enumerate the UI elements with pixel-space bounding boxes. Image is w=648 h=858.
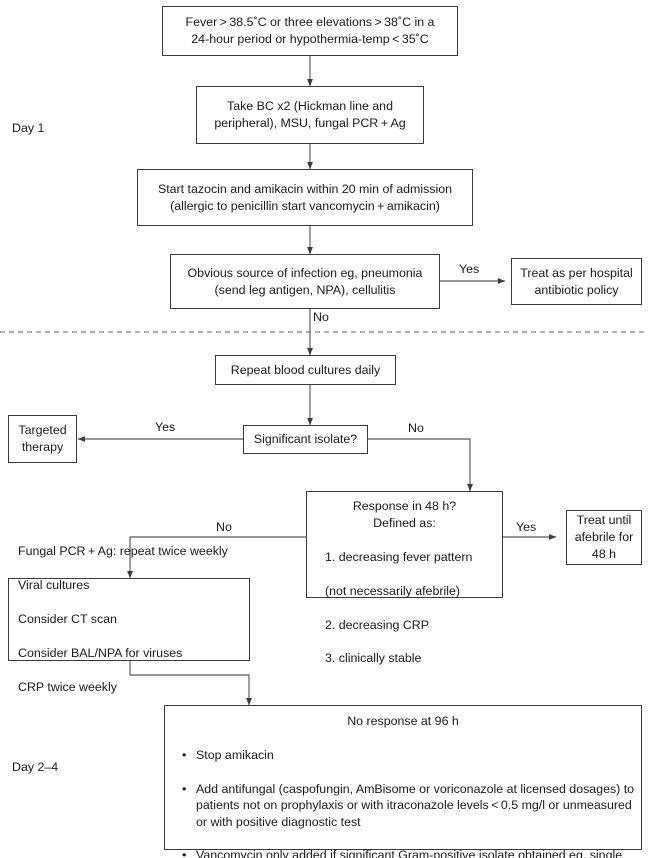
node-targeted-therapy: Targeted therapy [8,415,77,463]
workup-item: Fungal PCR + Ag: repeat twice weekly [18,543,228,558]
node-start-tazocin-amikacin: Start tazocin and amikacin within 20 min… [137,169,473,226]
response-criterion: 2. decreasing CRP [325,617,429,632]
workup-item: Viral cultures [18,577,90,592]
no-response-bullet-list: Stop amikacin Add antifungal (caspofungi… [160,730,646,858]
edge-label-response-no: No [216,520,232,534]
node-no-response-at-96h: No response at 96 h Stop amikacin Add an… [164,705,642,858]
node-treat-as-per-hospital-policy: Treat as per hospital antibiotic policy [511,258,642,305]
response-criterion: (not necessarily afebrile) [325,583,460,598]
fungal-workup-list: Fungal PCR + Ag: repeat twice weekly Vir… [18,526,243,714]
no-response-bullet: Stop amikacin [182,747,646,764]
edge-label-obvious-yes: Yes [459,262,480,276]
response-criterion: 1. decreasing fever pattern [325,550,473,564]
node-fungal-viral-workup: Fungal PCR + Ag: repeat twice weekly Vir… [8,544,250,694]
no-response-bullet: Vancomycin only added if significant Gra… [182,847,646,858]
response-title-line1: Response in 48 h? [352,499,457,513]
workup-item: Consider CT scan [18,611,117,626]
response-title-line2: Defined as: [373,516,436,530]
node-fever-criteria: Fever > 38.5˚C or three elevations > 38˚… [162,6,458,56]
edge-label-obvious-no: No [313,310,329,324]
no-response-bullet: Add antifungal (caspofungin, AmBisome or… [182,781,646,831]
node-obvious-source-of-infection: Obvious source of infection eg, pneumoni… [170,254,440,309]
response-criteria-list: 1. decreasing fever pattern (not necessa… [313,532,496,684]
no-response-heading: No response at 96 h [347,714,459,728]
day-1-label: Day 1 [12,121,45,135]
node-significant-isolate: Significant isolate? [243,425,368,454]
workup-item: CRP twice weekly [18,680,117,695]
workup-item: Consider BAL/NPA for viruses [18,646,183,661]
response-criterion: 3. clinically stable [325,651,422,666]
day-2-4-label: Day 2–4 [12,760,59,774]
edge-isolate-no [368,438,473,492]
node-take-blood-cultures: Take BC x2 (Hickman line and peripheral)… [196,86,424,144]
edge-label-response-yes: Yes [516,520,537,534]
node-treat-until-afebrile: Treat until afebrile for 48 h [566,510,642,565]
edge-label-isolate-no: No [408,421,424,435]
edge-label-isolate-yes: Yes [155,420,176,434]
node-response-in-48h: Response in 48 h? Defined as: 1. decreas… [306,491,503,665]
node-repeat-blood-cultures: Repeat blood cultures daily [215,355,396,385]
